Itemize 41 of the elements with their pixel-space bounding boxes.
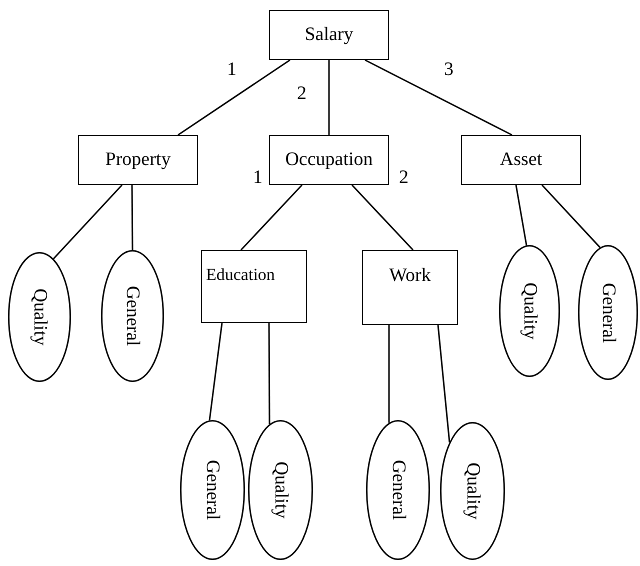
- node-label: Salary: [304, 24, 354, 46]
- node-label: General: [122, 286, 144, 346]
- connector-line: [178, 59, 290, 136]
- node-label: Education: [206, 265, 275, 285]
- connector-line: [388, 325, 390, 423]
- entity-box: [78, 135, 198, 185]
- connector-line: [364, 59, 512, 136]
- node-label: Property: [105, 149, 171, 171]
- entity-box: [201, 250, 307, 323]
- node-label: Quality: [518, 282, 540, 340]
- entity-box: [362, 250, 458, 325]
- attribute-ellipse: [248, 420, 313, 560]
- node-label: Occupation: [285, 149, 373, 171]
- node-label: Quality: [462, 462, 484, 520]
- node-label: Asset: [500, 149, 542, 171]
- attribute-ellipse: [499, 245, 560, 377]
- connector-line: [52, 184, 123, 260]
- node-label: Quality: [28, 288, 50, 346]
- entity-box: [461, 135, 581, 185]
- connector-line: [437, 324, 450, 442]
- node-label: General: [202, 460, 224, 520]
- node-label: General: [597, 282, 619, 343]
- entity-box: [269, 135, 389, 185]
- attribute-ellipse: [101, 250, 164, 382]
- node-label: General: [387, 460, 409, 520]
- node-label: Quality: [270, 462, 292, 518]
- node-label: Work: [389, 265, 431, 287]
- attribute-ellipse: [578, 245, 638, 380]
- attribute-ellipse: [440, 422, 505, 560]
- connector-line: [268, 323, 270, 424]
- attribute-ellipse: [8, 252, 71, 382]
- entity-box: [269, 10, 389, 60]
- connector-line: [208, 322, 223, 420]
- attribute-ellipse: [366, 420, 430, 560]
- connector-line: [515, 184, 528, 246]
- connector-line: [240, 184, 303, 251]
- connector-line: [328, 60, 330, 135]
- connector-line: [131, 185, 134, 250]
- connector-line: [541, 184, 601, 248]
- connector-line: [351, 184, 414, 251]
- attribute-ellipse: [180, 420, 245, 560]
